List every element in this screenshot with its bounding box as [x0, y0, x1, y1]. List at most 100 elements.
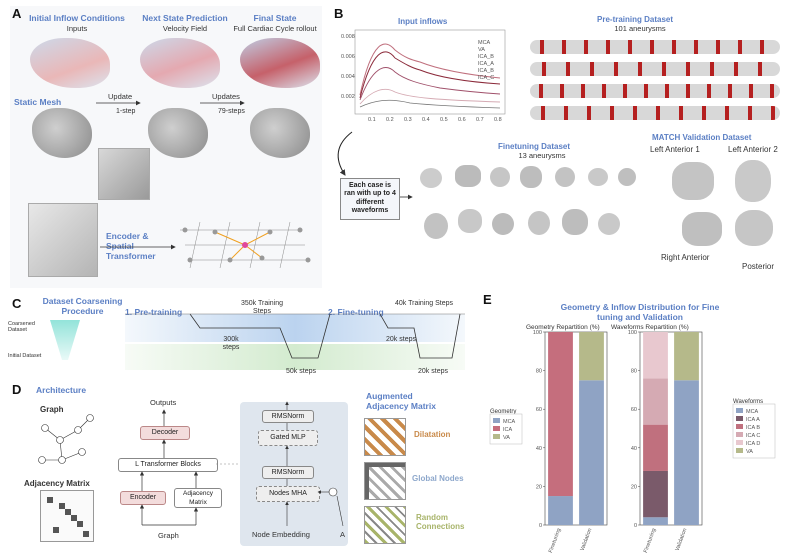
panel-d-letter: D	[12, 382, 22, 397]
input-inflows-title: Input inflows	[398, 17, 448, 26]
attention-center-node	[242, 242, 248, 248]
inflow-yticks: 0.008 0.006 0.004 0.002	[341, 34, 355, 100]
pretrain-sub: 101 aneurysms	[614, 24, 666, 33]
vessel-final-image	[240, 38, 320, 88]
x-tick-label: Validation	[580, 528, 594, 552]
svg-text:0.002: 0.002	[341, 94, 355, 100]
legend-swatch	[736, 432, 743, 437]
left-anterior-1-label: Left Anterior 1	[650, 145, 700, 154]
y-tick-label: 20	[631, 484, 637, 490]
legend-label: MCA	[746, 409, 759, 415]
bar-ica-c	[643, 378, 668, 425]
svg-text:0.006: 0.006	[341, 54, 355, 60]
svg-text:ICA_B: ICA_B	[478, 54, 494, 60]
bar-mca	[579, 380, 604, 525]
final-state-sub: Full Cardiac Cycle rollout	[233, 24, 317, 33]
initial-dataset-label: Initial Dataset	[8, 353, 42, 359]
bar-va	[579, 332, 604, 381]
plot-frame	[544, 331, 608, 526]
final-state-title: Final State	[253, 13, 297, 23]
legend-label: ICA A	[746, 417, 760, 423]
training-band-initial	[125, 344, 465, 370]
mesh-zoom-2	[28, 203, 98, 277]
y-tick-label: 80	[536, 369, 542, 375]
panel-e-letter: E	[483, 292, 492, 307]
pretrain-title: Pre-training Dataset	[597, 15, 674, 24]
rmsnorm-bottom-box: RMSNorm	[262, 466, 314, 479]
y-tick-label: 60	[536, 407, 542, 413]
svg-text:0.3: 0.3	[404, 117, 412, 123]
bar-ica-d	[643, 332, 668, 379]
rmsnorm-top-box: RMSNorm	[262, 410, 314, 423]
y-tick-label: 0	[539, 523, 542, 529]
encoder-label: Encoder & Spatial Transformer	[106, 231, 156, 261]
svg-text:VA: VA	[478, 47, 485, 53]
svg-text:0.7: 0.7	[476, 117, 484, 123]
match-shape-la1	[672, 162, 714, 200]
finetune-shapes	[420, 163, 640, 248]
mesh-zoom-1	[98, 148, 150, 200]
next-state-title: Next State Prediction	[142, 13, 228, 23]
legend-swatch	[493, 418, 500, 423]
legend-swatch	[736, 424, 743, 429]
legend-swatch	[736, 440, 743, 445]
adjacency-matrix-grid	[40, 490, 94, 542]
pretraining-label: 1. Pre-training	[125, 307, 183, 317]
mesh-step1-image	[148, 108, 208, 158]
y-tick-label: 40	[536, 446, 542, 452]
svg-text:0.8: 0.8	[494, 117, 502, 123]
global-nodes-matrix	[364, 462, 406, 500]
steps79-label: 79-steps	[218, 108, 245, 115]
match-title: MATCH Validation Dataset	[652, 133, 752, 142]
x-tick-label: Validation	[675, 528, 689, 552]
legend-swatch	[736, 416, 743, 421]
legend-label: VA	[746, 449, 753, 455]
legend-swatch	[493, 426, 500, 431]
transformer-blocks-box: L Transformer Blocks	[118, 458, 218, 472]
y-tick-label: 100	[628, 330, 637, 336]
static-mesh-label: Static Mesh	[14, 97, 62, 107]
bar-mca	[548, 496, 573, 525]
mesh-step79-image	[250, 108, 310, 158]
next-state-sub: Velocity Field	[162, 24, 208, 33]
inflow-xticks: 0.1 0.2 0.3 0.4 0.5 0.6 0.7 0.8	[368, 117, 502, 123]
graph-title: Graph	[40, 405, 64, 414]
legend-label: ICA C	[746, 433, 760, 439]
svg-text:0.5: 0.5	[440, 117, 448, 123]
svg-text:0.004: 0.004	[341, 74, 355, 80]
adjacency-matrix-box: Adjacency Matrix	[174, 488, 222, 508]
initial-inflow-sub: Inputs	[66, 24, 88, 33]
panel-e-title: Geometry & Inflow Distribution for Fine …	[560, 302, 720, 323]
steps-40k-label: 40k Training Steps	[395, 300, 453, 307]
y-tick-label: 20	[536, 484, 542, 490]
y-tick-label: 80	[631, 369, 637, 375]
svg-text:ICA_B: ICA_B	[478, 68, 494, 74]
svg-text:0.6: 0.6	[458, 117, 466, 123]
y-tick-label: 100	[533, 330, 542, 336]
node-embedding-label: Node Embedding	[252, 530, 310, 539]
vessel-next-image	[140, 38, 220, 88]
attention-edges	[214, 231, 271, 261]
steps-350k-label: 350k Training Steps	[240, 300, 284, 316]
random-matrix	[364, 506, 406, 544]
augmented-title: Augmented Adjacency Matrix	[366, 391, 436, 411]
steps-20k-b-label: 20k steps	[418, 368, 448, 375]
legend-swatch	[736, 448, 743, 453]
y-tick-label: 0	[634, 523, 637, 529]
finetune-title: Finetuning Dataset	[498, 142, 571, 151]
pretrain-aneurysm-rows	[530, 34, 780, 126]
one-step-label: 1-step	[116, 108, 136, 115]
panel-c-letter: C	[12, 296, 22, 311]
updates-label: Updates	[212, 92, 240, 101]
legend-label: ICA	[503, 427, 513, 433]
wf-legend-title: Waveforms	[733, 399, 764, 405]
posterior-label: Posterior	[742, 262, 775, 271]
wf-chart-title: Waveforms Repartition (%)	[611, 324, 689, 331]
coarsened-dataset-label: Coarsened Dataset	[8, 321, 35, 334]
legend-label: ICA D	[746, 441, 760, 447]
dilatation-label: Dilatation	[414, 430, 451, 439]
